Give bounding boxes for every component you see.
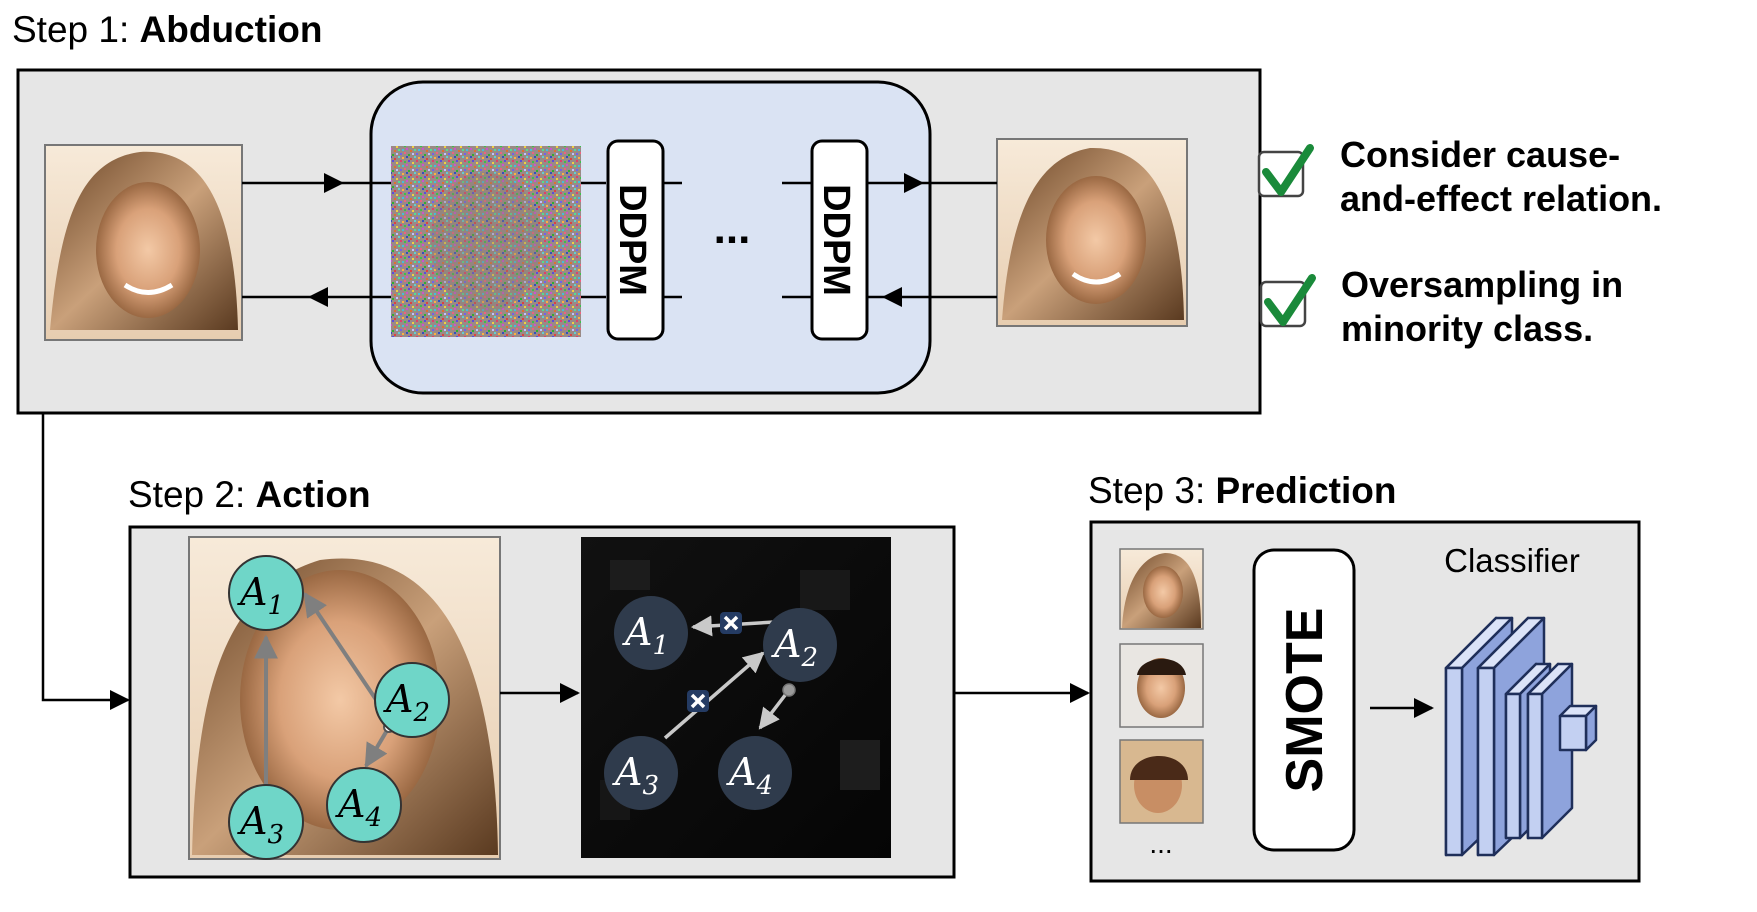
step3-prefix: Step 3: [1088, 470, 1216, 511]
classifier-label: Classifier [1444, 542, 1580, 579]
step1-to-step2-arrow [41, 413, 130, 710]
check-icon [1264, 274, 1316, 326]
svg-text:A3: A3 [612, 750, 659, 801]
face-node-a3: A3 [228, 784, 304, 860]
face-node-a4: A4 [326, 767, 402, 843]
classifier-network-icon [1444, 616, 1598, 857]
face-node-a2: A2 [374, 662, 450, 738]
output-face-image [996, 138, 1188, 327]
step2-prefix: Step 2: [128, 474, 256, 515]
checklist-item-2-line1: Oversampling in [1341, 264, 1623, 305]
checklist-item-2: Oversampling in minority class. [1259, 264, 1623, 349]
sample-thumbnail-1 [1119, 548, 1204, 630]
svg-text:A1: A1 [622, 610, 669, 661]
smote-block: SMOTE [1252, 548, 1356, 852]
smote-label: SMOTE [1276, 608, 1334, 793]
svg-text:A1: A1 [237, 570, 284, 621]
dark-node-a2: A2 [763, 608, 837, 682]
abduction-arrows [242, 173, 997, 307]
sample-thumbnail-2 [1119, 643, 1204, 728]
check-icon [1262, 144, 1314, 196]
dark-node-a3: A3 [604, 736, 678, 810]
step2-title: Step 2: Action [128, 474, 371, 515]
step1-prefix: Step 1: [12, 9, 140, 50]
checklist-item-1: Consider cause- and-effect relation. [1257, 134, 1662, 219]
svg-text:A2: A2 [771, 622, 818, 673]
checklist-item-1-line2: and-effect relation. [1340, 178, 1662, 219]
checklist-item-1-line1: Consider cause- [1340, 134, 1620, 175]
step1-name: Abduction [140, 9, 323, 50]
step1-title: Step 1: Abduction [12, 9, 322, 50]
svg-text:A2: A2 [383, 677, 430, 728]
svg-text:A4: A4 [335, 782, 382, 833]
step3-name: Prediction [1216, 470, 1397, 511]
sample-thumbnail-3 [1119, 739, 1204, 824]
checklist: Consider cause- and-effect relation. Ove… [1257, 134, 1662, 349]
svg-text:A3: A3 [237, 799, 284, 850]
ddpm-ellipsis: ... [714, 204, 751, 253]
input-face-image [44, 144, 243, 341]
step2-name: Action [256, 474, 371, 515]
dark-node-a1: A1 [614, 596, 688, 670]
ddpm-block-1: DDPM [606, 139, 665, 341]
samples-ellipsis: ... [1149, 828, 1172, 859]
face-node-a1: A1 [228, 555, 304, 631]
ddpm-label-1: DDPM [611, 184, 653, 296]
noise-image [391, 146, 581, 337]
dark-node-a4: A4 [718, 736, 792, 810]
interpolation-marker-2 [687, 690, 709, 712]
step3-title: Step 3: Prediction [1088, 470, 1396, 511]
dark-node-image [581, 537, 891, 858]
checklist-item-2-line2: minority class. [1341, 308, 1593, 349]
svg-text:A4: A4 [726, 750, 773, 801]
interpolation-marker-1 [720, 612, 742, 634]
ddpm-label-2: DDPM [815, 184, 857, 296]
ddpm-block-2: DDPM [810, 139, 869, 341]
